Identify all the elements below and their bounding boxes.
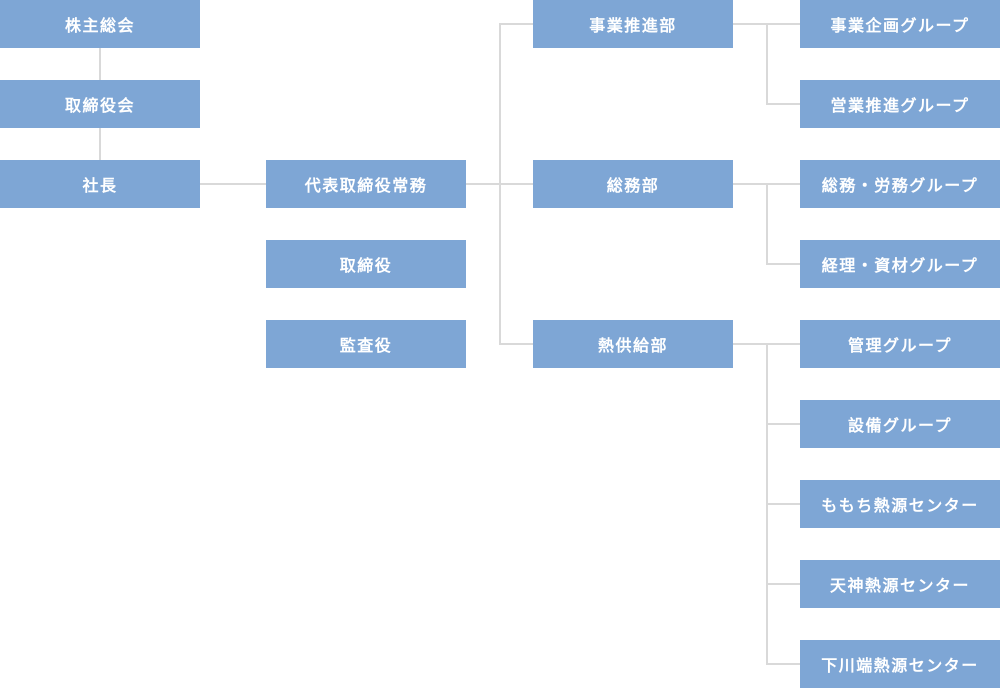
- node-label: 総務部: [606, 178, 660, 195]
- node-shimokawabata-heat-source-center: 下川端熱源センター: [800, 640, 1000, 688]
- node-label: 監査役: [339, 338, 393, 355]
- node-label: 総務・労務グループ: [821, 178, 979, 195]
- node-label: 取締役会: [64, 98, 135, 115]
- node-label: 代表取締役常務: [304, 178, 428, 195]
- node-label: 下川端熱源センター: [821, 658, 979, 675]
- node-management-group: 管理グループ: [800, 320, 1000, 368]
- node-business-promotion-dept: 事業推進部: [533, 0, 733, 48]
- connector-line: [766, 423, 800, 425]
- node-accounting-materials-group: 経理・資材グループ: [800, 240, 1000, 288]
- node-general-affairs-dept: 総務部: [533, 160, 733, 208]
- node-business-planning-group: 事業企画グループ: [800, 0, 1000, 48]
- node-president: 社長: [0, 160, 200, 208]
- node-label: 社長: [82, 178, 118, 195]
- node-label: 管理グループ: [847, 338, 953, 355]
- node-shareholders-meeting: 株主総会: [0, 0, 200, 48]
- connector-line: [500, 23, 533, 25]
- node-label: 熱供給部: [597, 338, 668, 355]
- node-label: 営業推進グループ: [830, 98, 970, 115]
- connector-line: [99, 128, 101, 160]
- connector-line: [766, 23, 768, 105]
- node-director: 取締役: [266, 240, 466, 288]
- node-label: 天神熱源センター: [829, 578, 970, 595]
- connector-line: [766, 103, 800, 105]
- node-label: ももち熱源センター: [821, 498, 979, 515]
- node-label: 株主総会: [64, 18, 135, 35]
- node-heat-supply-dept: 熱供給部: [533, 320, 733, 368]
- connector-line: [499, 23, 501, 345]
- connector-line: [500, 343, 533, 345]
- node-label: 経理・資材グループ: [821, 258, 979, 275]
- node-label: 事業推進部: [589, 18, 677, 35]
- node-auditor: 監査役: [266, 320, 466, 368]
- node-board-of-directors: 取締役会: [0, 80, 200, 128]
- node-label: 事業企画グループ: [830, 18, 970, 35]
- connector-line: [766, 503, 800, 505]
- node-label: 取締役: [339, 258, 393, 275]
- connector-line: [766, 263, 800, 265]
- node-label: 設備グループ: [847, 418, 953, 435]
- node-tenjin-heat-source-center: 天神熱源センター: [800, 560, 1000, 608]
- node-sales-promotion-group: 営業推進グループ: [800, 80, 1000, 128]
- connector-line: [200, 183, 266, 185]
- connector-line: [766, 583, 800, 585]
- node-general-affairs-labor-group: 総務・労務グループ: [800, 160, 1000, 208]
- connector-line: [766, 183, 768, 265]
- node-representative-managing-director: 代表取締役常務: [266, 160, 466, 208]
- connector-line: [99, 48, 101, 80]
- node-momochi-heat-source-center: ももち熱源センター: [800, 480, 1000, 528]
- node-facilities-group: 設備グループ: [800, 400, 1000, 448]
- connector-line: [766, 663, 800, 665]
